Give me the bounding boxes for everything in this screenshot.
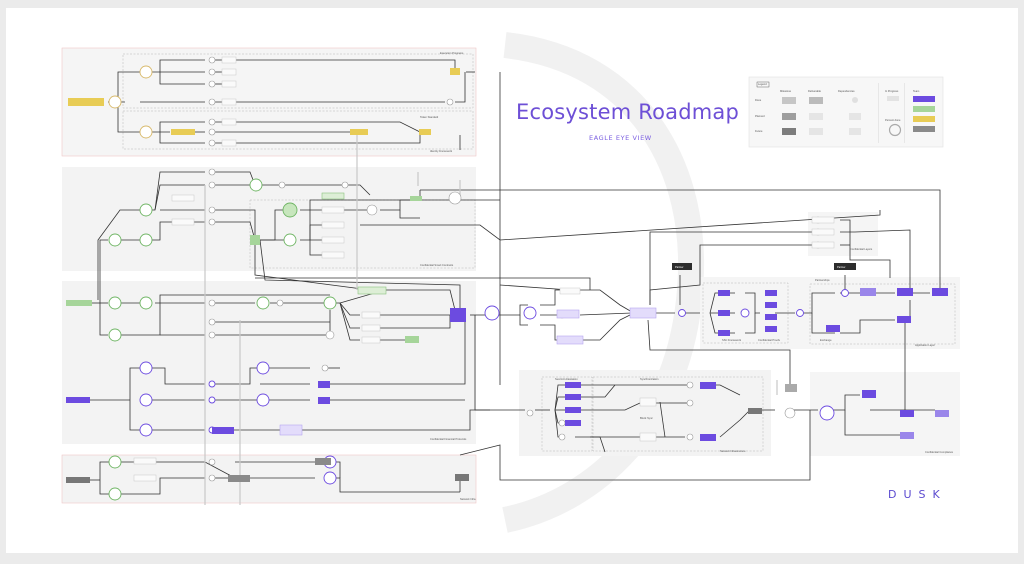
panel-upper-mid [62, 167, 476, 271]
svg-text:Confidential Compliance: Confidential Compliance [925, 450, 954, 454]
svg-text:Percent done: Percent done [885, 118, 901, 122]
svg-text:Planned: Planned [755, 114, 765, 118]
svg-text:Succinct Attestation: Succinct Attestation [555, 377, 578, 381]
svg-text:Dependencies: Dependencies [838, 89, 855, 93]
watermark-arc [502, 32, 704, 533]
svg-text:Partner: Partner [837, 265, 846, 269]
page-subtitle: EAGLE EYE VIEW [589, 134, 652, 142]
svg-text:Confidential Proofs: Confidential Proofs [758, 338, 781, 342]
panel-consensus [519, 370, 771, 456]
svg-text:SSC Framework: SSC Framework [722, 338, 742, 342]
svg-text:Confidential Layers: Confidential Layers [850, 247, 873, 251]
svg-text:In Progress: In Progress [885, 89, 899, 93]
svg-text:Network Infrastructure: Network Infrastructure [720, 449, 746, 453]
legend-card [748, 76, 944, 148]
svg-text:Network Infra: Network Infra [460, 497, 476, 501]
svg-text:Synchronization: Synchronization [640, 377, 659, 381]
panel-bottom [61, 454, 477, 504]
svg-text:Execution Programs: Execution Programs [440, 51, 464, 55]
svg-text:Legend: Legend [758, 82, 767, 86]
svg-text:Done: Done [755, 98, 762, 102]
connectors [90, 59, 941, 495]
panel-lower-mid [62, 281, 476, 444]
svg-text:Identity Framework: Identity Framework [430, 149, 453, 153]
svg-text:Partner: Partner [675, 265, 684, 269]
svg-text:Future: Future [755, 129, 763, 133]
small-labels: Execution Programs Token Standard Identi… [420, 51, 954, 501]
svg-text:Partnerships: Partnerships [815, 278, 830, 282]
rect-nodes [66, 56, 949, 483]
svg-text:Confidential Financial Protoco: Confidential Financial Protocols [430, 437, 467, 441]
page-title: Ecosystem Roadmap [516, 100, 740, 124]
brand-logo: DUSK [888, 488, 947, 501]
light-lines [204, 135, 778, 505]
svg-text:Milestone: Milestone [780, 89, 792, 93]
svg-text:Confidential Smart Contracts: Confidential Smart Contracts [420, 263, 454, 267]
svg-text:Application Layer: Application Layer [915, 343, 935, 347]
svg-text:Deliverable: Deliverable [808, 89, 822, 93]
svg-text:Team: Team [913, 89, 919, 93]
svg-text:Token Standard: Token Standard [420, 115, 439, 119]
svg-text:Exchange: Exchange [820, 338, 832, 342]
svg-text:Block Sync: Block Sync [640, 416, 654, 420]
